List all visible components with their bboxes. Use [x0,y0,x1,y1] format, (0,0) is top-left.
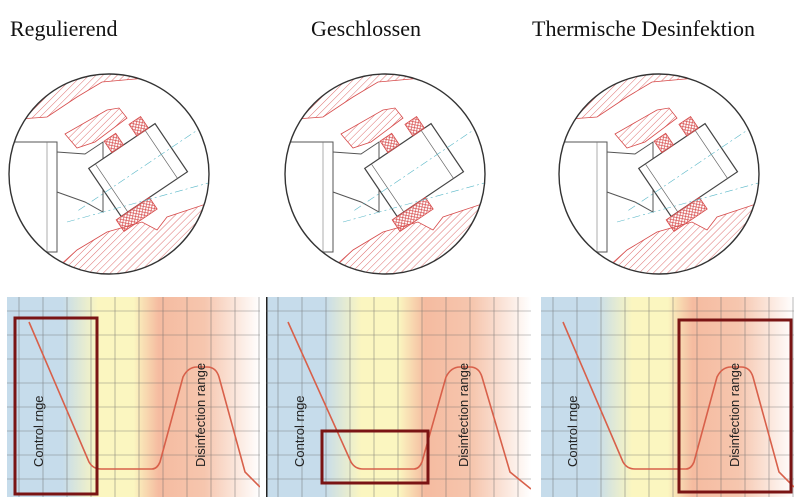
valve-drawing-disinfection [557,72,762,277]
valve-drawing-regulating [7,72,212,277]
range-diagram-svg: Control rnge Disinfection range [541,297,794,497]
title-geschlossen: Geschlossen [311,16,421,41]
valve-drawing-closed [283,72,488,277]
control-range-highlight [13,316,99,496]
disinfection-range-label: Disinfection range [456,363,471,467]
range-diagram-svg: Control rnge Disinfection range [7,297,260,497]
temperature-curve [562,321,794,488]
control-range-label: Control rnge [565,395,580,467]
temperature-curve [287,321,531,490]
title-regulierend: Regulierend [10,16,118,41]
disinfection-range-highlight [677,318,793,494]
closed-range-highlight [320,429,430,485]
control-range-label: Control rnge [292,395,307,467]
range-diagram-closed: Control rnge Disinfection range [266,297,531,497]
disinfection-range-label: Disinfection range [193,363,208,467]
disinfection-range-label: Disinfection range [727,363,742,467]
range-diagram-regulating: Control rnge Disinfection range [7,297,260,497]
control-range-label: Control rnge [31,395,46,467]
title-thermische-desinfektion: Thermische Desinfektion [532,16,755,41]
range-diagram-disinfection: Control rnge Disinfection range [541,297,794,497]
range-diagram-svg: Control rnge Disinfection range [266,297,531,497]
